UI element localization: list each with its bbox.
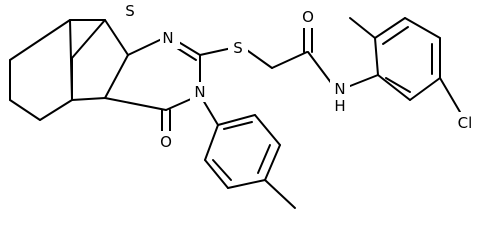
bond [385, 77, 411, 93]
bond [9, 39, 41, 61]
bond [39, 19, 71, 41]
bond [344, 74, 379, 89]
bond [382, 26, 409, 45]
bond [9, 99, 41, 121]
bond [377, 74, 411, 101]
label-backdrop [160, 27, 180, 49]
bond [257, 144, 271, 174]
atom-oxygen-ketone: O [160, 133, 172, 151]
atom-chlorine: Cl [458, 114, 473, 132]
label-backdrop [452, 112, 478, 134]
bond [176, 47, 197, 61]
bond [409, 77, 441, 101]
bond [254, 114, 281, 146]
label-backdrop [330, 80, 350, 98]
bond [104, 19, 129, 56]
bond [217, 114, 256, 126]
bond [349, 17, 376, 39]
bond [227, 179, 266, 189]
label-backdrop [330, 97, 350, 115]
bond [104, 54, 129, 99]
label-backdrop [190, 82, 210, 102]
bond [204, 124, 219, 161]
bond [199, 47, 233, 56]
atom-sulfur-thioether: S [233, 39, 243, 57]
label-backdrop [120, 0, 140, 22]
atom-nitrogen-pyrimidine: N [162, 29, 173, 47]
bond [204, 159, 229, 189]
label-backdrop [298, 6, 318, 28]
atom-oxygen-amide: O [302, 8, 314, 26]
label-backdrop [228, 37, 248, 59]
label-backdrop [157, 131, 177, 153]
bond [264, 144, 281, 181]
bond [271, 51, 308, 69]
atom-labels: S N S O N H Cl O N [120, 0, 478, 153]
bond [212, 159, 232, 181]
atom-nitrogen-amide: N [334, 80, 345, 98]
bond [223, 121, 253, 130]
bond [404, 17, 441, 39]
atom-sulfur-thiophene: S [125, 2, 135, 20]
bonds [9, 17, 461, 209]
bond [243, 47, 273, 69]
bond [71, 19, 106, 59]
atom-hydrogen-amide: H [334, 97, 345, 115]
bond [71, 97, 106, 101]
bond [127, 37, 165, 56]
bond [39, 99, 73, 121]
chemical-structure: S N S O N H Cl O N [9, 0, 478, 209]
bond [374, 37, 379, 76]
bond [374, 17, 406, 39]
bond [264, 179, 296, 209]
bond [439, 77, 461, 113]
bond [104, 97, 167, 111]
atom-nitrogen-ring: N [194, 83, 205, 101]
